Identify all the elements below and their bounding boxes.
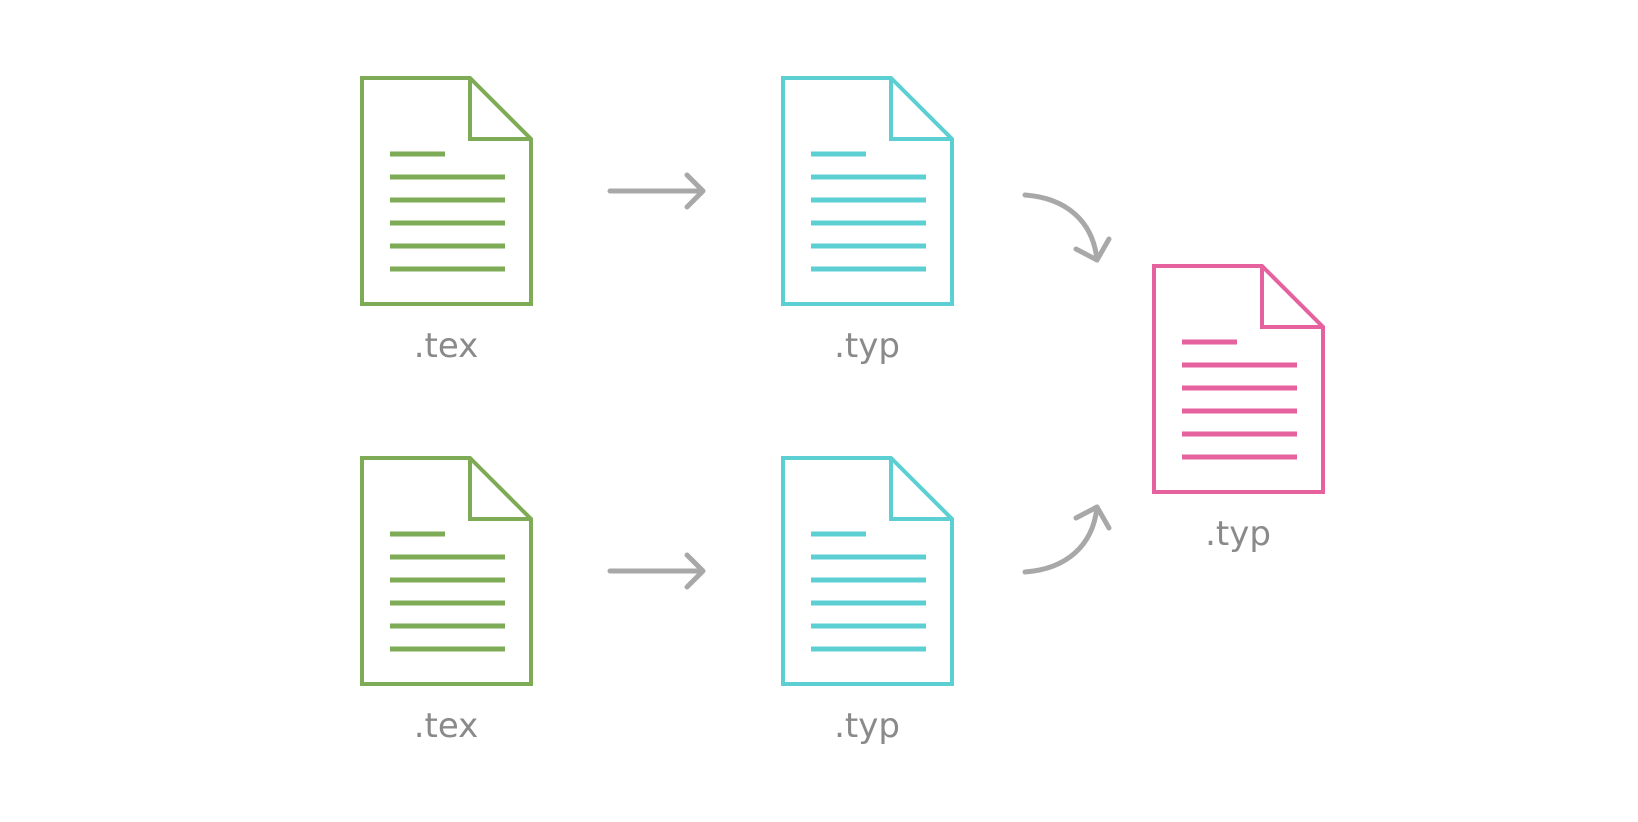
typ-merged-label: .typ [1205, 514, 1271, 554]
typ-top-document-icon [781, 76, 954, 306]
tex-bottom-label: .tex [414, 706, 479, 746]
tex-top-document-icon [360, 76, 533, 306]
typ-merged-document-icon [1152, 264, 1325, 494]
arrow-right-icon [607, 172, 706, 210]
typ-bottom-label: .typ [834, 706, 900, 746]
typ-bottom-document-icon [781, 456, 954, 686]
arrow-right-icon [607, 552, 706, 590]
typ-top-label: .typ [834, 326, 900, 366]
curved-arrow-down-icon [1022, 192, 1112, 263]
tex-top-label: .tex [414, 326, 479, 366]
tex-bottom-document-icon [360, 456, 533, 686]
curved-arrow-up-icon [1022, 504, 1112, 575]
